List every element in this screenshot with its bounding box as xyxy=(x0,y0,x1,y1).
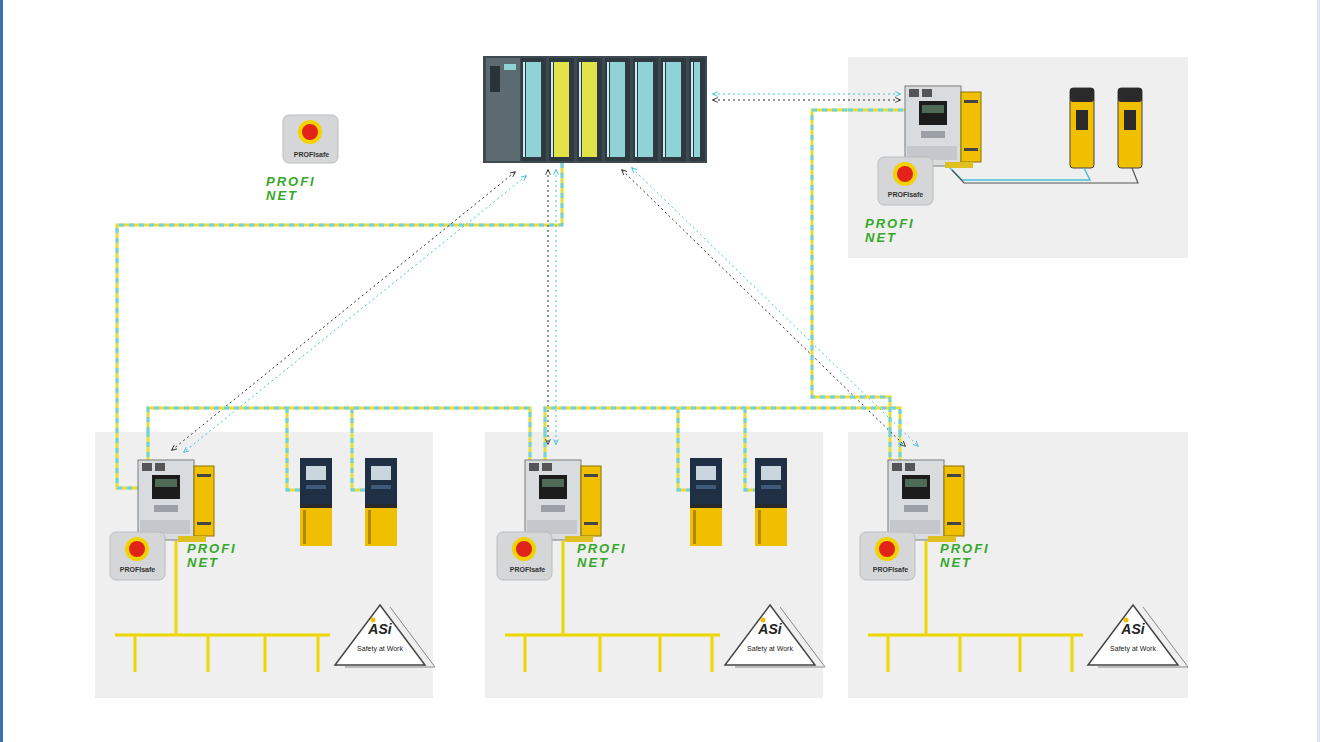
profinet-logo-text: PROFI NET xyxy=(865,217,927,244)
device-panel: PROFIsafePROFI NET xyxy=(848,57,1188,258)
cable-stripe xyxy=(148,408,530,432)
asi-drop-line xyxy=(1071,635,1074,672)
asi-drop-line xyxy=(887,635,890,672)
asi-gateway xyxy=(905,86,981,168)
safety-module xyxy=(690,458,722,546)
profisafe-logo-text: PROFIsafe xyxy=(878,191,933,199)
profinet-logo-text: PROFI NET xyxy=(940,542,1002,569)
safety-flow-arrow xyxy=(632,168,918,446)
safety-relay xyxy=(1070,88,1094,168)
page-border xyxy=(1317,0,1320,742)
safety-flow-arrow xyxy=(556,170,557,444)
relay-wire xyxy=(950,168,1090,180)
safety-module xyxy=(300,458,332,546)
asi-slogan-text: Safety at Work xyxy=(1093,645,1173,653)
profisafe-logo-text: PROFIsafe xyxy=(863,566,918,574)
profinet-cable xyxy=(678,408,690,490)
asi-bus-line xyxy=(505,634,720,637)
cable-stripe xyxy=(545,408,900,432)
asi-logo-text: ASi xyxy=(730,622,810,637)
cable-core xyxy=(148,408,530,432)
asi-bus-line xyxy=(562,541,565,635)
data-flow-arrow xyxy=(548,170,549,444)
asi-bus-line xyxy=(925,541,928,635)
profinet-cable xyxy=(812,110,890,432)
profinet-cable xyxy=(900,432,901,460)
profinet-logo-text: PROFI NET xyxy=(266,175,328,202)
asi-slogan-text: Safety at Work xyxy=(340,645,420,653)
device-panel: PROFIsafe PROFI NET ASiSafety at Work xyxy=(485,432,823,698)
asi-drop-line xyxy=(711,635,714,672)
cable-stripe xyxy=(812,110,890,432)
data-flow-arrow xyxy=(622,170,905,446)
asi-drop-line xyxy=(134,635,137,672)
safety-flow-arrow xyxy=(713,94,900,95)
panel-ground xyxy=(848,432,1188,698)
safety-module xyxy=(755,458,787,546)
profinet-logo-text: PROFI NET xyxy=(577,542,639,569)
asi-drop-line xyxy=(317,635,320,672)
device-panel: PROFIsafe PROFI NET ASiSafety at Work xyxy=(848,432,1188,698)
relay-wire xyxy=(952,168,1138,183)
profinet-cable xyxy=(352,408,365,490)
asi-drop-line xyxy=(207,635,210,672)
device-panel: PROFIsafe PROFI NET ASiSafety at Work xyxy=(95,432,433,698)
asi-bus-line xyxy=(115,634,330,637)
profinet-cable xyxy=(148,408,530,432)
asi-gateway xyxy=(138,460,214,542)
asi-logo-text: ASi xyxy=(340,622,420,637)
asi-logo-text: ASi xyxy=(1093,622,1173,637)
panel-ground xyxy=(485,432,823,698)
plc-rack xyxy=(483,56,707,163)
panel-ground xyxy=(848,57,1188,258)
asi-drop-line xyxy=(659,635,662,672)
emergency-stop-icon xyxy=(878,157,933,205)
asi-slogan-text: Safety at Work xyxy=(730,645,810,653)
profinet-cable xyxy=(545,408,900,432)
asi-logo-triangle xyxy=(725,605,825,667)
profinet-logo-text: PROFI NET xyxy=(187,542,249,569)
asi-gateway xyxy=(525,460,601,542)
asi-drop-line xyxy=(959,635,962,672)
asi-drop-line xyxy=(524,635,527,672)
safety-module xyxy=(365,458,397,546)
data-flow-arrow xyxy=(713,100,900,101)
asi-drop-line xyxy=(599,635,602,672)
profinet-cable xyxy=(530,432,531,460)
cable-core xyxy=(545,408,900,432)
safety-flow-arrow xyxy=(184,176,526,452)
asi-logo-triangle xyxy=(1088,605,1188,667)
profinet-cable xyxy=(848,110,905,111)
cable-core xyxy=(812,110,890,432)
asi-gateway xyxy=(888,460,964,542)
profinet-cable xyxy=(545,432,546,460)
asi-drop-line xyxy=(1019,635,1022,672)
panel-ground xyxy=(95,432,433,698)
profinet-cable xyxy=(148,432,149,460)
asi-logo-triangle xyxy=(335,605,435,667)
profisafe-logo-text: PROFIsafe xyxy=(110,566,165,574)
asi-bus-line xyxy=(175,541,178,635)
asi-bus-line xyxy=(868,634,1083,637)
asi-drop-line xyxy=(264,635,267,672)
profisafe-logo-text: PROFIsafe xyxy=(283,151,340,159)
safety-relay xyxy=(1118,88,1142,168)
profinet-cable xyxy=(287,408,300,490)
profinet-cable xyxy=(117,163,562,488)
profinet-cable xyxy=(890,432,891,460)
profisafe-logo-text: PROFIsafe xyxy=(500,566,555,574)
emergency-stop-icon xyxy=(110,532,165,580)
page-border xyxy=(0,0,3,742)
profinet-cable xyxy=(745,408,755,490)
